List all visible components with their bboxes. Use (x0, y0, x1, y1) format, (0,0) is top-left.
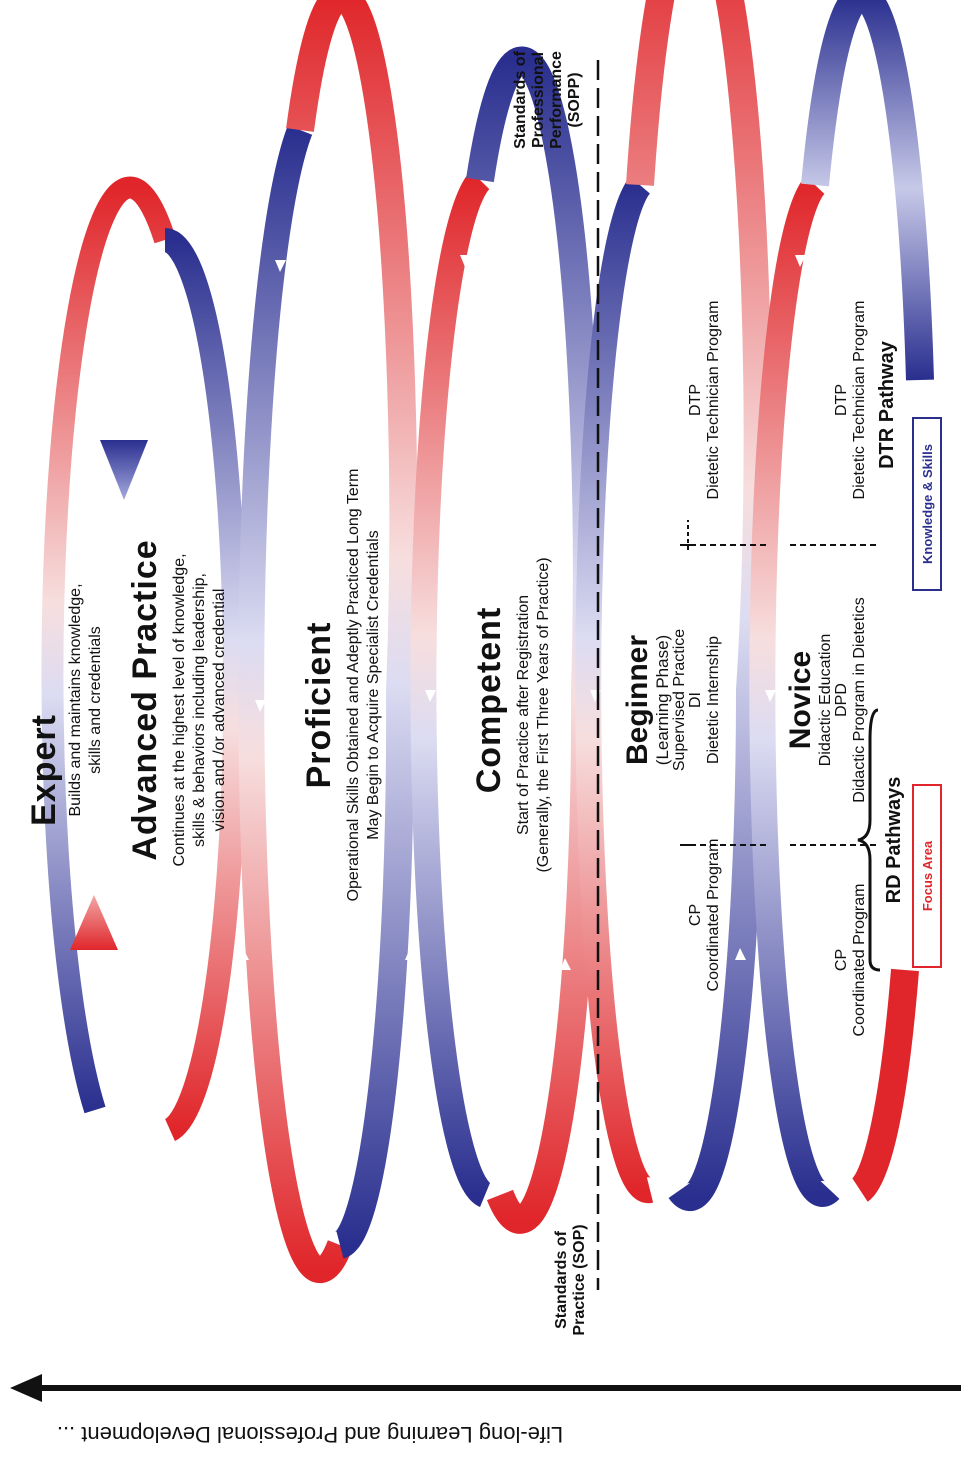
cp-abbr-beginner: CP (687, 904, 704, 926)
rd-pathways-label: RD Pathways (883, 777, 905, 904)
proficient-ring (238, 0, 418, 1284)
di-name: Dietetic Internship (705, 636, 722, 764)
proficient-desc-2: May Begin to Acquire Specialist Credenti… (365, 530, 382, 840)
knowledge-skills-box (912, 417, 942, 591)
expert-desc-1: Builds and maintains knowledge, (67, 583, 84, 816)
expert-title: Expert (25, 714, 63, 826)
rd-brace (857, 708, 881, 972)
di-abbr: DI (687, 692, 704, 708)
novice-title: Novice (784, 651, 817, 749)
competent-desc-1: Start of Practice after Registration (515, 595, 532, 835)
novice-ring (749, 0, 934, 1207)
footer-label: Life-long Learning and Professional Deve… (57, 1422, 563, 1447)
advanced-desc-3: vision and /or advanced credential (211, 589, 228, 832)
dpd-abbr: DPD (833, 683, 850, 717)
dtp-abbr-beginner: DTP (687, 384, 704, 416)
expert-desc-2: skills and credentials (87, 626, 104, 774)
proficient-desc-1: Operational Skills Obtained and Adeptly … (345, 469, 362, 902)
sopp-label-2: Professional (530, 52, 547, 148)
dtr-pathway-label: DTR Pathway (876, 340, 898, 469)
knowledge-skills-label: Knowledge & Skills (920, 444, 935, 564)
dtp-name-beginner: Dietetic Technician Program (705, 301, 722, 500)
advanced-ring (41, 176, 248, 1141)
up-arrow-icon (70, 895, 118, 950)
focus-area-box (912, 784, 942, 968)
left-arrow-icon (10, 1374, 42, 1402)
focus-area-label: Focus Area (920, 840, 935, 911)
beginner-supervised: Supervised Practice (671, 629, 688, 771)
dpd-name: Didactic Program in Dietetics (851, 597, 868, 802)
sopp-label-4: (SOPP) (566, 72, 583, 127)
beginner-title: Beginner (621, 635, 654, 765)
proficient-title: Proficient (300, 622, 338, 789)
advanced-title: Advanced Practice (126, 539, 164, 860)
cp-name-novice: Coordinated Program (851, 884, 868, 1037)
sop-label-2: Practice (SOP) (571, 1224, 588, 1335)
sopp-label-3: Performance (548, 51, 565, 149)
competent-title: Competent (470, 607, 508, 794)
beginner-ring (575, 0, 772, 1211)
competent-desc-2: (Generally, the First Three Years of Pra… (535, 557, 552, 872)
sop-label-1: Standards of (553, 1230, 570, 1328)
advanced-desc-2: skills & behaviors including leadership, (191, 573, 208, 847)
beginner-phase: (Learning Phase) (653, 635, 672, 765)
cp-abbr-novice: CP (833, 949, 850, 971)
novice-didactic: Didactic Education (817, 634, 834, 767)
dtp-name-novice: Dietetic Technician Program (851, 301, 868, 500)
sopp-label-1: Standards of (512, 50, 529, 148)
cp-name-beginner: Coordinated Program (705, 839, 722, 992)
down-arrow-icon (100, 440, 148, 500)
dtp-abbr-novice: DTP (833, 384, 850, 416)
advanced-desc-1: Continues at the highest level of knowle… (171, 553, 188, 866)
